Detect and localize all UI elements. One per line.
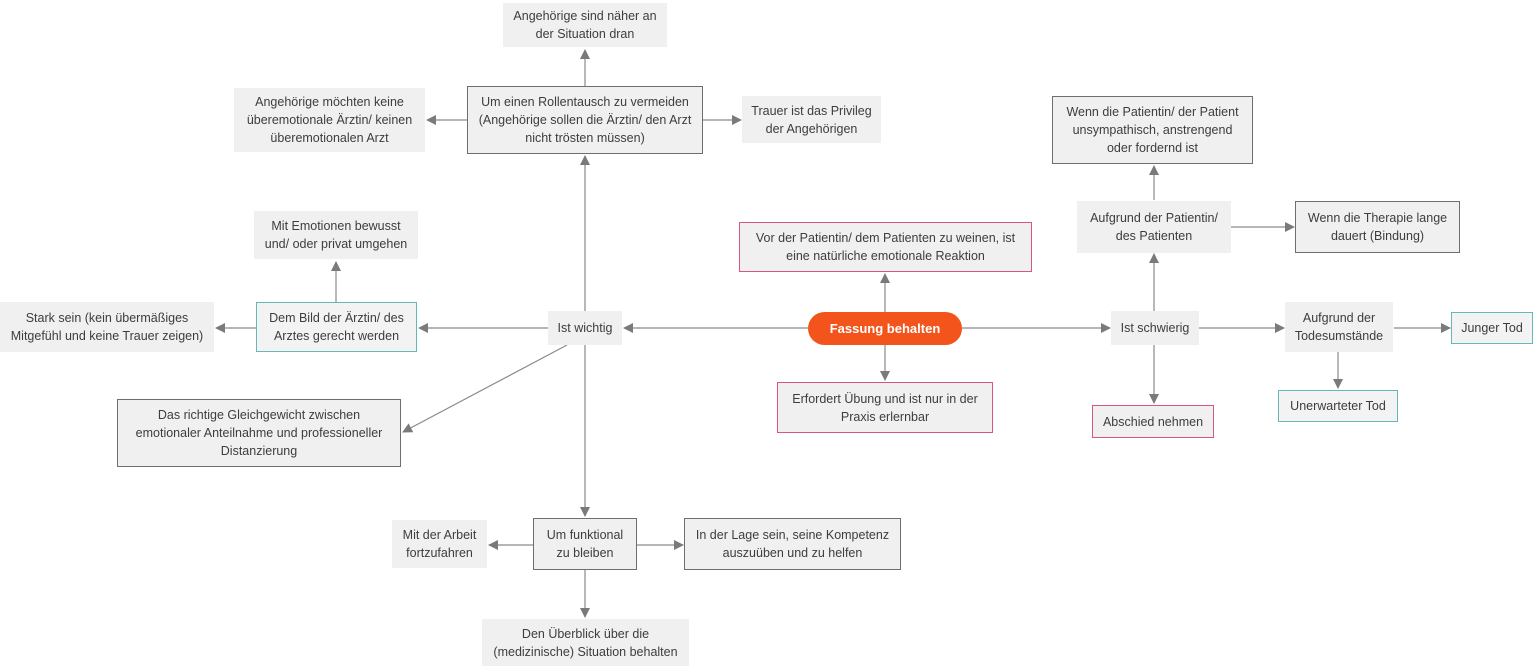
node-bild-arzt[interactable]: Dem Bild der Ärztin/ des Arztes gerecht … [256, 302, 417, 352]
node-ist-wichtig[interactable]: Ist wichtig [548, 311, 622, 345]
node-mit-emotionen[interactable]: Mit Emotionen bewusst und/ oder privat u… [254, 211, 418, 259]
node-gleichgewicht[interactable]: Das richtige Gleichgewicht zwischen emot… [117, 399, 401, 467]
node-abschied[interactable]: Abschied nehmen [1092, 405, 1214, 438]
central-node[interactable]: Fassung behalten [808, 312, 962, 345]
node-arbeit[interactable]: Mit der Arbeit fortzufahren [392, 520, 487, 568]
node-kompetenz[interactable]: In der Lage sein, seine Kompetenz auszuü… [684, 518, 901, 570]
node-angehoerige-keine[interactable]: Angehörige möchten keine überemotionale … [234, 88, 425, 152]
node-stark-sein[interactable]: Stark sein (kein übermäßiges Mitgefühl u… [0, 302, 214, 352]
node-unsympathisch[interactable]: Wenn die Patientin/ der Patient unsympat… [1052, 96, 1253, 164]
node-junger-tod[interactable]: Junger Tod [1451, 312, 1533, 344]
node-ueberblick[interactable]: Den Überblick über die (medizinische) Si… [482, 619, 689, 666]
node-weinen[interactable]: Vor der Patientin/ dem Patienten zu wein… [739, 222, 1032, 272]
node-angehoerige-naeher[interactable]: Angehörige sind näher an der Situation d… [503, 3, 667, 47]
edge-wichtig-gleichgewicht [402, 344, 568, 433]
node-therapie[interactable]: Wenn die Therapie lange dauert (Bindung) [1295, 201, 1460, 253]
node-aufgrund-patient[interactable]: Aufgrund der Patientin/ des Patienten [1077, 201, 1231, 253]
node-uebung[interactable]: Erfordert Übung und ist nur in der Praxi… [777, 382, 993, 433]
node-funktional[interactable]: Um funktional zu bleiben [533, 518, 637, 570]
node-trauer-privileg[interactable]: Trauer ist das Privileg der Angehörigen [742, 96, 881, 143]
node-todesumstaende[interactable]: Aufgrund der Todesumstände [1285, 302, 1393, 352]
node-ist-schwierig[interactable]: Ist schwierig [1111, 311, 1199, 345]
node-rollentausch[interactable]: Um einen Rollentausch zu vermeiden (Ange… [467, 86, 703, 154]
node-unerwarteter-tod[interactable]: Unerwarteter Tod [1278, 390, 1398, 422]
